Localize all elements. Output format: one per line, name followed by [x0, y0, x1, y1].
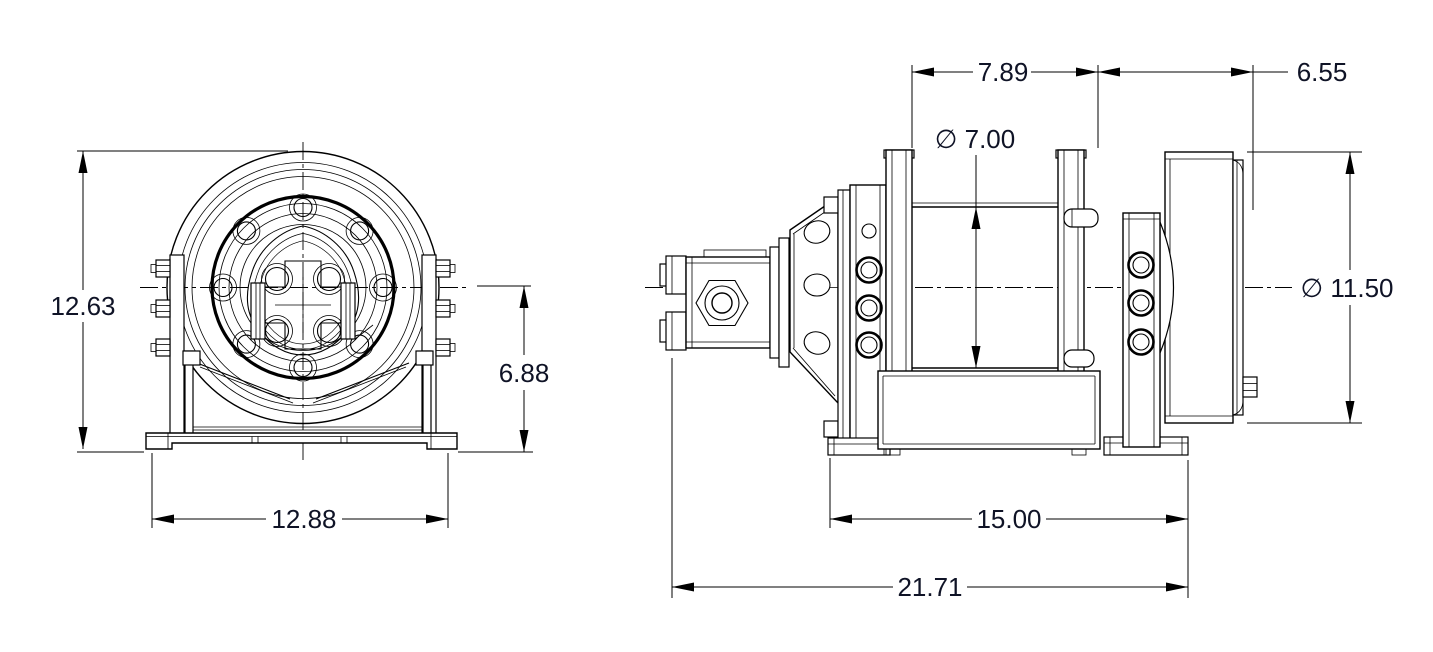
dim-front-base-width: 12.88	[151, 453, 449, 534]
front-drum-circles	[166, 150, 440, 425]
dim-side-base-length: 15.00	[829, 458, 1189, 598]
front-view	[140, 142, 470, 463]
dim-label-centerline-to-base: 6.88	[499, 358, 550, 388]
side-right-tie-plate	[1103, 212, 1189, 456]
front-motor-adapter	[247, 225, 374, 356]
dim-label-base-width: 12.88	[271, 504, 336, 534]
dim-label-overall-height: 12.63	[50, 291, 115, 321]
housing-hex-bolt	[1242, 376, 1258, 398]
side-hydraulic-motor	[659, 237, 790, 368]
dim-label-base-length: 15.00	[976, 504, 1041, 534]
side-clutch-housing	[1159, 151, 1258, 424]
dim-side-flange-diameter: ∅ 11.50	[1247, 151, 1394, 424]
drum-slot	[1063, 349, 1095, 368]
dim-label-barrel-diameter: ∅ 7.00	[935, 124, 1015, 154]
dim-side-drum-length: 7.89	[911, 57, 1099, 148]
front-base	[145, 350, 458, 450]
dim-side-overall-length: 21.71	[671, 358, 1188, 602]
dim-front-centerline-to-base: 6.88	[458, 285, 550, 453]
front-bolt-circle	[209, 193, 397, 382]
side-view	[645, 149, 1292, 456]
drum-tie-rod-end	[1063, 208, 1099, 228]
motor-port-hex	[695, 279, 749, 327]
drum-flange-silhouette	[1159, 221, 1175, 354]
dim-front-overall-height: 12.63	[50, 150, 288, 453]
dim-label-end-section: 6.55	[1297, 57, 1348, 87]
side-cradle-base	[877, 370, 1101, 456]
dimensions: 12.63 6.88 12.88	[50, 57, 1393, 602]
side-left-tie-plate	[827, 184, 891, 456]
dim-label-flange-diameter: ∅ 11.50	[1300, 273, 1393, 303]
dim-side-barrel-diameter: ∅ 7.00	[935, 124, 1015, 368]
dim-label-drum-length: 7.89	[978, 57, 1029, 87]
dim-side-end-section: 6.55	[1098, 57, 1347, 210]
side-bell-housing	[789, 189, 851, 446]
front-left-bracket	[150, 254, 185, 438]
dim-label-overall-length: 21.71	[897, 572, 962, 602]
